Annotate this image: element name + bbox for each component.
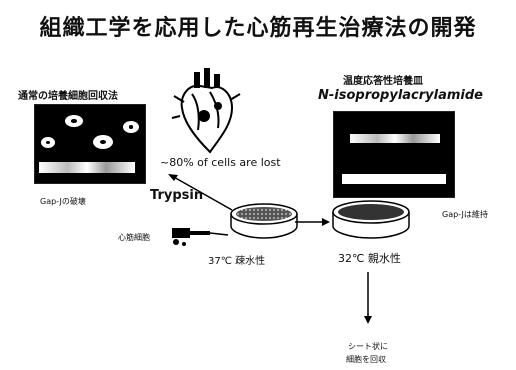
page-title: 組織工学を応用した心筋再生治療法の開発 xyxy=(39,16,477,41)
detached-cell-strip xyxy=(39,162,135,173)
right-panel-heading: 温度応答性培養皿 xyxy=(343,76,423,87)
left-panel-heading: 通常の培養細胞回収法 xyxy=(18,91,118,102)
right-panel-caption: Gap-Jは維持 xyxy=(442,210,488,219)
heart-illustration xyxy=(171,68,241,154)
cell-sheet-strip-top xyxy=(350,134,440,143)
cell-blob xyxy=(65,115,83,127)
right-panel-subheading: N-isopropylacrylamide xyxy=(318,88,484,103)
bottom-label-line1: シート状に xyxy=(348,342,388,351)
cell-blob xyxy=(123,121,139,133)
bottom-label-line2: 細胞を回収 xyxy=(346,355,386,364)
right-dish-label: 32℃ 親水性 xyxy=(338,252,401,265)
left-dish-label: 37℃ 疎水性 xyxy=(208,256,266,267)
left-panel-caption: Gap-Jの破壊 xyxy=(40,197,86,206)
cells-lost-caption: ~80% of cells are lost xyxy=(160,156,281,169)
conventional-culture-panel xyxy=(34,104,146,184)
trypsin-label: Trypsin xyxy=(150,188,204,203)
cardiac-cells-label: 心筋細胞 xyxy=(118,233,150,242)
cell-blob xyxy=(93,135,113,149)
left-petri-dish xyxy=(230,203,298,239)
cell-sheet-strip-bottom xyxy=(342,174,446,184)
cell-blob xyxy=(41,137,55,148)
pipette-illustration xyxy=(172,228,229,246)
temperature-responsive-panel xyxy=(333,111,455,198)
right-petri-dish xyxy=(332,200,410,239)
